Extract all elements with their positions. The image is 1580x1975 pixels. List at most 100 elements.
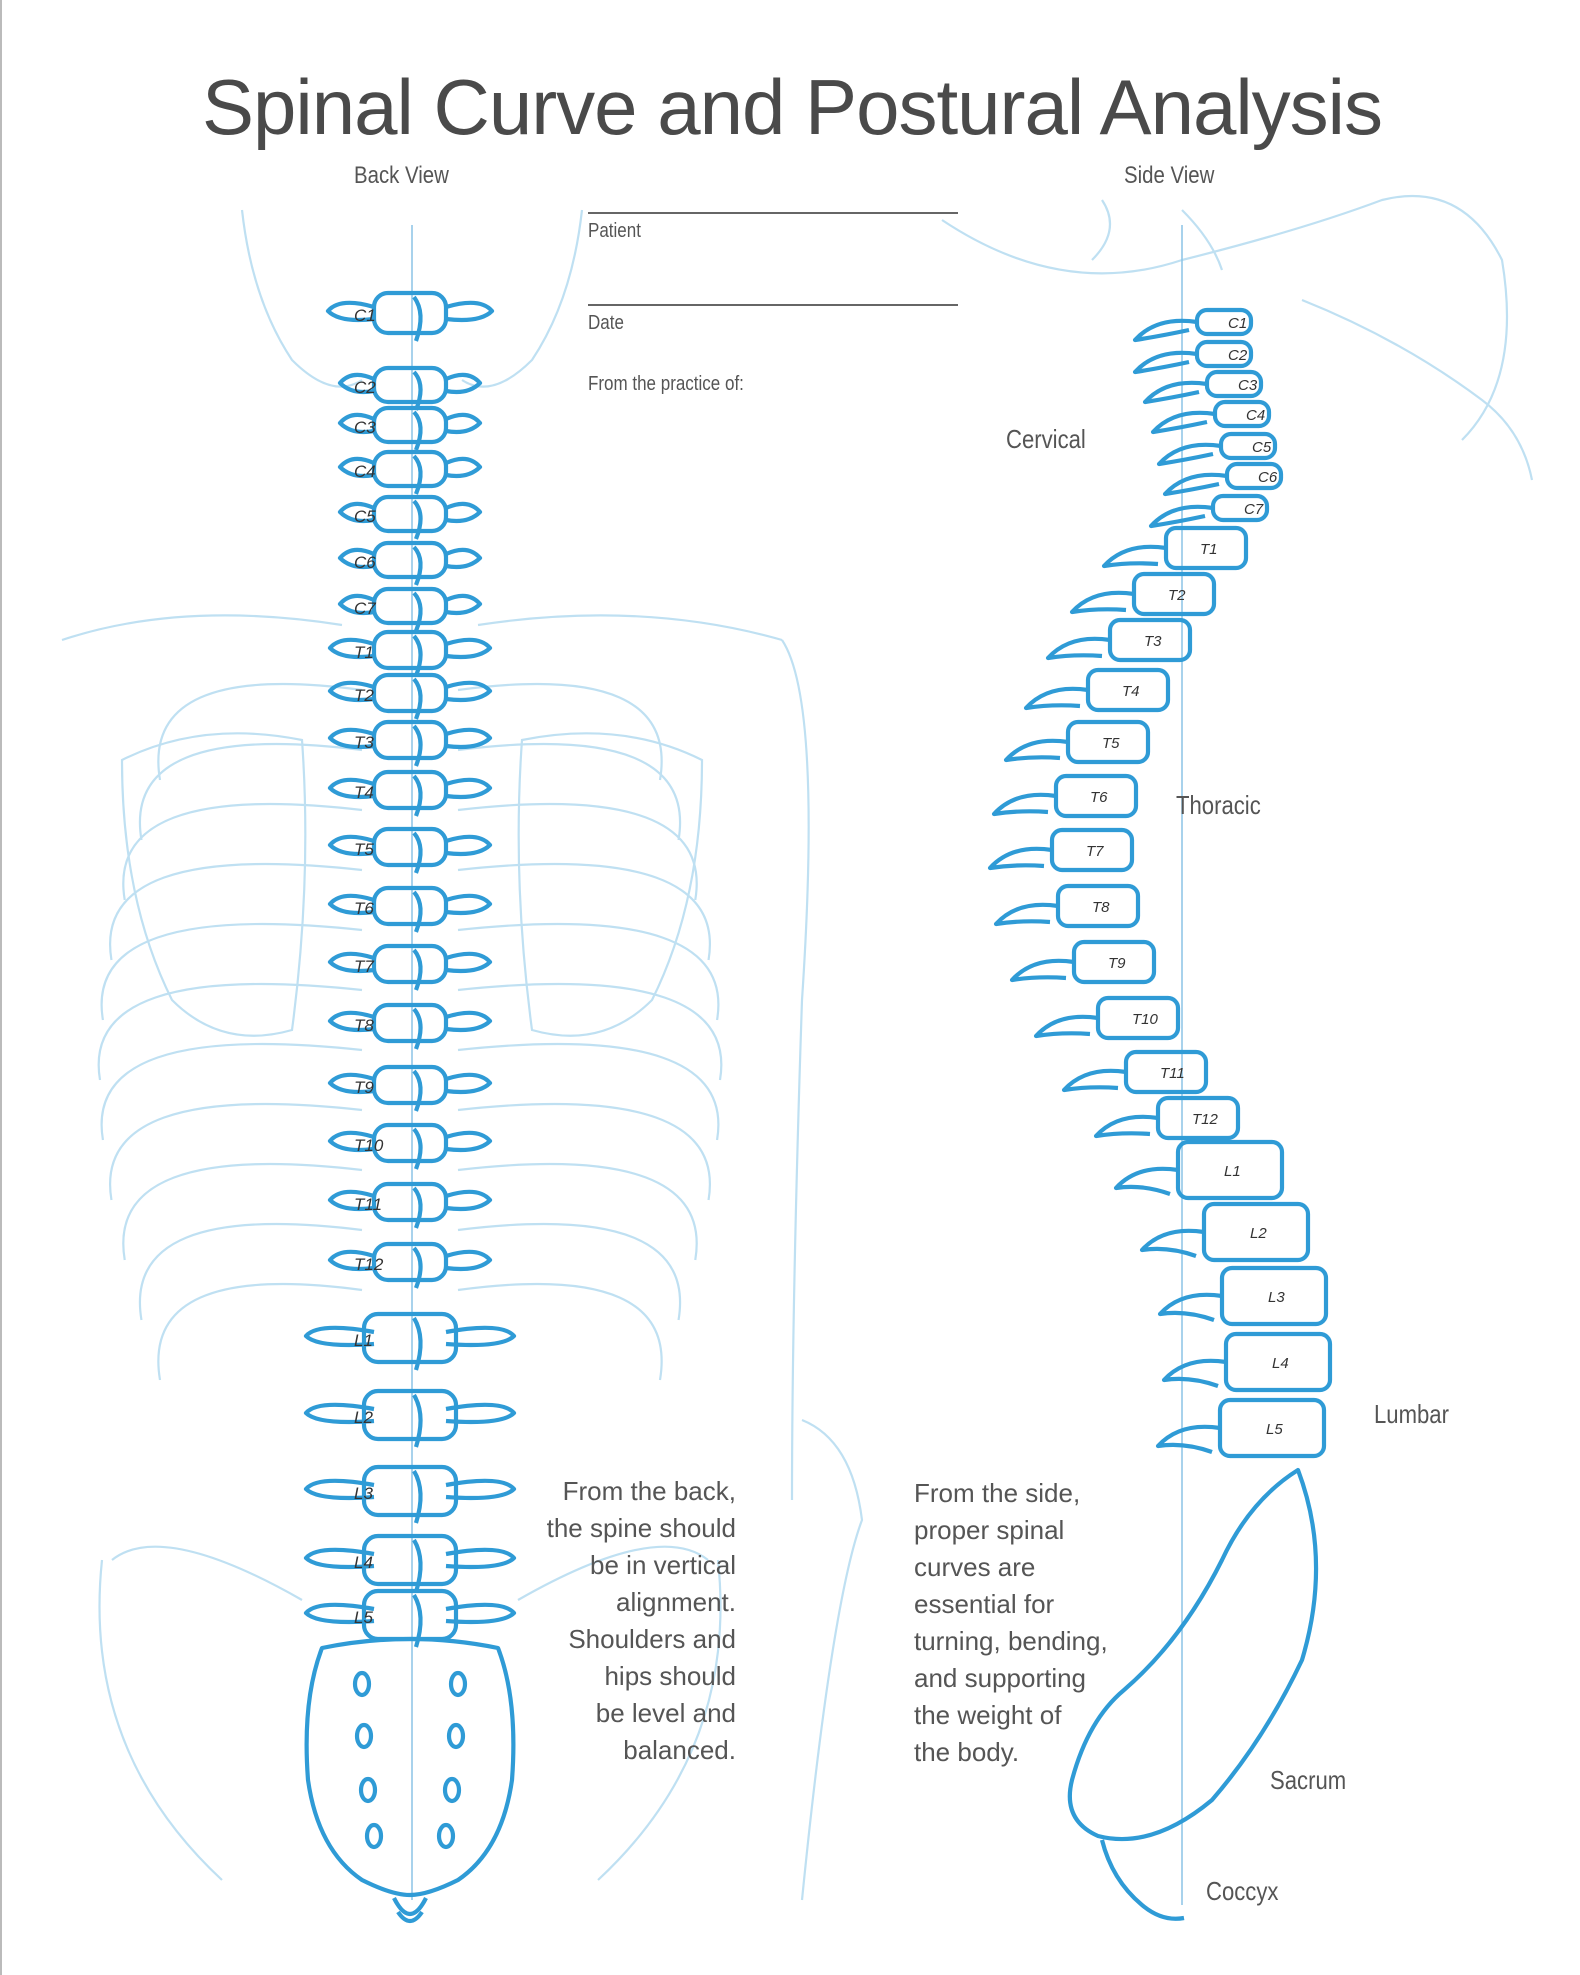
transverse-process <box>327 777 493 800</box>
rib-right <box>457 922 720 1021</box>
vertebra-body-back <box>371 943 449 985</box>
back-description-line: be in vertical <box>590 1550 736 1580</box>
back-description-line: hips should <box>604 1661 736 1691</box>
date-line[interactable] <box>588 304 958 306</box>
rib-left <box>138 1222 363 1321</box>
vertebra-body-back <box>361 1464 459 1518</box>
sacral-foramen <box>358 1776 378 1804</box>
vertebra-body-back <box>371 1122 449 1164</box>
rib-right <box>457 1282 663 1381</box>
transverse-process <box>327 893 493 916</box>
vertebra-label-side: L1 <box>1224 1163 1241 1180</box>
vertebra-label-back: C1 <box>354 306 376 325</box>
spinous-process-side <box>987 846 1053 871</box>
spinous-process-side <box>1148 504 1214 529</box>
vertebra-label-side: T8 <box>1092 899 1110 916</box>
transverse-process <box>327 834 493 857</box>
vertebra-label-back: L5 <box>354 1608 373 1627</box>
rib-left <box>97 982 363 1081</box>
rib-right <box>457 982 723 1081</box>
rib-left <box>109 862 363 961</box>
rib-right <box>457 862 711 961</box>
vertebra-label-back: L4 <box>354 1553 373 1572</box>
spinous-process-side <box>1023 686 1089 711</box>
spinous-process-side <box>1093 1114 1159 1139</box>
vertebra-body-back <box>371 1064 449 1106</box>
back-description-line: Shoulders and <box>568 1624 736 1654</box>
date-label: Date <box>588 312 624 334</box>
vertebra-label-back: C2 <box>354 378 376 397</box>
spinous-process-side <box>993 902 1059 927</box>
spinous-process-side <box>1101 544 1167 569</box>
vertebra-label-side: L4 <box>1272 1355 1289 1372</box>
spinous-process-side <box>991 792 1057 817</box>
back-view-spine <box>303 290 517 1924</box>
back-description-line: alignment. <box>616 1587 736 1617</box>
transverse-process <box>337 593 483 616</box>
spinous-process-side <box>1161 1358 1227 1388</box>
side-description-line: turning, bending, <box>914 1626 1108 1656</box>
vertebra-body-back <box>371 365 449 405</box>
spinous-process <box>412 1186 423 1229</box>
vertebra-label-side: T2 <box>1168 587 1186 604</box>
transverse-process <box>325 300 495 323</box>
vertebra-label-side: T6 <box>1090 789 1108 806</box>
vertebra-label-back: L1 <box>354 1331 373 1350</box>
transverse-process <box>337 372 483 395</box>
vertebra-body-back <box>371 449 449 489</box>
rib-right <box>457 682 663 781</box>
vertebra-label-side: L5 <box>1266 1421 1283 1438</box>
back-description-line: From the back, <box>562 1476 736 1506</box>
spinous-process <box>412 295 423 342</box>
transverse-process <box>337 501 483 524</box>
transverse-process <box>337 412 483 435</box>
spinous-process <box>412 1127 423 1170</box>
vertebra-label-back: T9 <box>354 1078 374 1097</box>
back-vertebra-labels: C1C2C3C4C5C6C7T1T2T3T4T5T6T7T8T9T10T11T1… <box>354 306 384 1627</box>
vertebra-label-side: C3 <box>1238 377 1258 394</box>
side-description-line: proper spinal <box>914 1515 1065 1545</box>
vertebra-body-back <box>371 629 449 671</box>
pelvis-outline <box>98 1545 722 1881</box>
spinous-process <box>412 1316 423 1371</box>
rib-right <box>457 1102 711 1201</box>
vertebra-label-back: L3 <box>354 1484 373 1503</box>
sacrum-side <box>1067 1467 1319 1842</box>
jaw-side-outline <box>1301 298 1534 481</box>
arm-outline <box>781 639 864 1901</box>
transverse-process <box>337 456 483 479</box>
vertebra-label-back: C4 <box>354 462 376 481</box>
clavicle-outline <box>61 614 783 642</box>
transverse-process <box>327 951 493 974</box>
transverse-process <box>327 637 493 660</box>
vertebra-label-back: T3 <box>354 733 374 752</box>
skull-side-outline <box>941 194 1509 441</box>
patient-line[interactable] <box>588 212 958 214</box>
spinous-process <box>412 948 423 991</box>
vertebra-body-back <box>361 1388 459 1442</box>
rib-right <box>457 1042 720 1141</box>
vertebra-body-back <box>371 540 449 580</box>
vertebra-label-back: T8 <box>354 1016 374 1035</box>
patient-label: Patient <box>588 220 641 242</box>
vertebra-body-back <box>371 1002 449 1044</box>
vertebra-label-back: C5 <box>354 507 376 526</box>
spinous-process <box>412 1007 423 1050</box>
transverse-process <box>303 1402 517 1425</box>
vertebra-label-side: T9 <box>1108 955 1126 972</box>
vertebra-body-back <box>371 826 449 868</box>
side-view-spine <box>987 307 1333 1921</box>
spinous-process <box>412 545 423 586</box>
sacral-foramen <box>364 1822 384 1850</box>
spinous-process <box>412 1593 423 1648</box>
vertebra-label-back: T6 <box>354 899 374 918</box>
vertebra-label-back: T11 <box>354 1195 382 1214</box>
rib-left <box>100 1042 363 1141</box>
rib-left <box>122 802 363 901</box>
vertebra-label-side: T4 <box>1122 683 1140 700</box>
scapula-right <box>517 732 704 1037</box>
sacral-foramen <box>354 1722 374 1750</box>
back-description-line: balanced. <box>623 1735 736 1765</box>
